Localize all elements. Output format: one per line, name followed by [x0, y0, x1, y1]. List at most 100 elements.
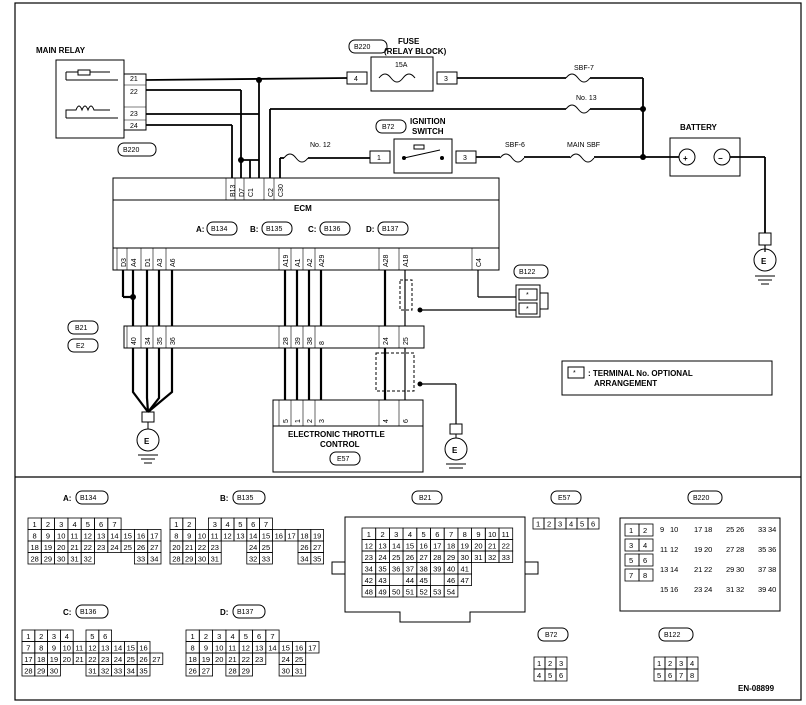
b21-pin: 50	[392, 588, 400, 597]
b134-pin: 10	[57, 532, 65, 541]
b21-pin: 35	[157, 337, 164, 345]
b136-pin: 9	[52, 644, 56, 653]
badge-b220-relay-text: B220	[123, 147, 139, 154]
b136-pin: 23	[101, 655, 109, 664]
ignition-label: IGNITION	[410, 117, 446, 126]
b134-panel-prefix: A:	[63, 494, 71, 503]
e57-cell	[587, 517, 600, 530]
b21-pin: 29	[447, 553, 455, 562]
b72-panel-badge	[537, 627, 569, 642]
b122-pin: 8	[690, 671, 694, 680]
b135-pin: 13	[236, 532, 244, 541]
b220-pin: 8	[643, 571, 647, 580]
b21-pin: 13	[378, 542, 386, 551]
b135-pin: 32	[249, 555, 257, 564]
b137-pin: 16	[295, 644, 303, 653]
badge-b220-top-text: B220	[354, 44, 370, 51]
b220-pin: 1	[629, 526, 633, 535]
ign-pin-left: 1	[377, 155, 381, 162]
b220-cell	[638, 538, 654, 552]
b220-pin: 36	[768, 545, 776, 554]
b122-pin: 7	[679, 671, 683, 680]
ground-icon	[753, 232, 777, 285]
ignition-switch-icon	[402, 144, 444, 160]
b136-pin: 13	[101, 644, 109, 653]
main-sbf-label: MAIN SBF	[567, 142, 600, 149]
badge-e57-text: E57	[337, 456, 350, 463]
b220-pin: 38	[768, 565, 776, 574]
b21-pin: 20	[474, 542, 482, 551]
b135-pin: 5	[238, 520, 242, 529]
etc-pin: 3	[319, 419, 326, 423]
b135-pin: 23	[211, 543, 219, 552]
b21-pin: 1	[367, 530, 371, 539]
sbf7-fuse-icon	[565, 73, 591, 83]
b21-pin: 23	[365, 553, 373, 562]
b21-pin: 37	[406, 565, 414, 574]
b135-cell	[207, 552, 222, 565]
b137-pin: 3	[217, 632, 221, 641]
b137-pin: 25	[295, 655, 303, 664]
svg-text:C:: C:	[308, 225, 316, 234]
b122-cell	[686, 668, 699, 682]
e57-pin: 6	[591, 520, 595, 529]
etc-pin: 5	[283, 419, 290, 423]
b135-pin: 14	[249, 532, 257, 541]
e57-pin: 5	[580, 520, 584, 529]
b136-pin: 6	[103, 632, 107, 641]
b136-pin: 7	[26, 644, 30, 653]
b135-pin: 6	[251, 520, 255, 529]
b21-pin: 31	[474, 553, 482, 562]
junction-dot	[256, 77, 262, 83]
fuse-pin-right: 3	[444, 76, 448, 83]
b220-pin: 19	[694, 545, 702, 554]
b134-pin: 2	[46, 520, 50, 529]
b137-pin: 17	[308, 644, 316, 653]
b220-pin: 10	[670, 525, 678, 534]
b136-pin: 31	[88, 667, 96, 676]
ecm-connector-list: A: B134 B: B135 C: B136 D: B137	[196, 221, 409, 236]
b21-pin: 19	[461, 542, 469, 551]
ecm-bottom-pin: A6	[170, 258, 177, 267]
b136-pin: 10	[63, 644, 71, 653]
b135-pin: 21	[185, 543, 193, 552]
b134-pin: 18	[30, 543, 38, 552]
b21-pin: 17	[433, 542, 441, 551]
b21-face-outline	[344, 516, 526, 623]
legend-note-box	[561, 360, 773, 396]
b135-panel-prefix: B:	[220, 494, 228, 503]
b135-pin: 19	[313, 532, 321, 541]
b220-pin: 9	[660, 525, 664, 534]
svg-text:B136: B136	[324, 226, 340, 233]
relay-pin-24: 24	[130, 123, 138, 130]
b220-pin: 6	[643, 556, 647, 565]
b134-pin: 25	[124, 543, 132, 552]
b135-pin: 4	[226, 520, 230, 529]
b220-pin: 5	[629, 556, 633, 565]
b134-pin: 12	[84, 532, 92, 541]
b137-pin: 4	[230, 632, 234, 641]
b134-pin: 28	[30, 555, 38, 564]
b137-pin: 22	[242, 655, 250, 664]
b21-pin: 10	[488, 530, 496, 539]
b220-pin: 18	[704, 525, 712, 534]
b137-pin: 30	[282, 667, 290, 676]
b136-pin: 11	[75, 644, 83, 653]
ecm-bottom-pin: A1	[295, 258, 302, 267]
b220-pin: 32	[736, 585, 744, 594]
b135-pin: 22	[198, 543, 206, 552]
b134-pin: 22	[84, 543, 92, 552]
b21-pin: 41	[461, 565, 469, 574]
b136-pin: 22	[88, 655, 96, 664]
ground-label: E	[144, 437, 150, 446]
b220-pin: 11	[660, 545, 668, 554]
b220-pin: 21	[694, 565, 702, 574]
battery-minus: −	[718, 154, 723, 163]
b72-pin: 3	[559, 659, 563, 668]
b134-pin: 5	[86, 520, 90, 529]
b72-pin: 1	[537, 659, 541, 668]
b220-pin: 39	[758, 585, 766, 594]
b21-pin: 15	[406, 542, 414, 551]
b135-pin: 16	[275, 532, 283, 541]
